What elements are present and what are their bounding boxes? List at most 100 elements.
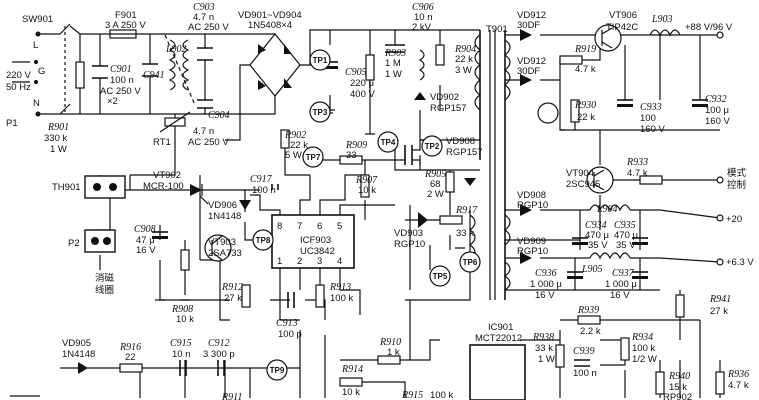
label-p1: P1 (6, 118, 18, 129)
label-mode-1: 模式 (727, 167, 747, 179)
label-out-88: +88 V/96 V (685, 22, 733, 33)
label-c917-val: 100 n (252, 185, 276, 196)
label-r909: R909 (345, 140, 367, 151)
bridge-rectifier (258, 44, 292, 90)
capacitor-c935 (632, 237, 648, 245)
label-c903-v1: 4.7 n (193, 12, 214, 23)
label-c939-val: 100 n (573, 368, 597, 379)
label-r901: R901 (47, 122, 69, 133)
label-r940-val: 15 k (669, 382, 687, 393)
label-c933: C933 (640, 102, 662, 113)
label-ic901-val: MCT22012 (475, 333, 522, 344)
label-r930-val: 22 k (577, 112, 595, 123)
inductor-l904 (589, 204, 631, 212)
label-c937: C937 (612, 268, 635, 279)
test-point-tp8: TP8 (252, 229, 274, 251)
label-r908: R908 (171, 304, 193, 315)
capacitor-c941 (142, 63, 158, 77)
test-point-tp5: TP5 (429, 265, 451, 287)
label-r901-v1: 330 k (44, 133, 67, 144)
resistor-r902 (280, 129, 290, 149)
label-r903: R903 (384, 48, 406, 59)
transistor-vt903 (204, 234, 232, 262)
label-c933-v2: 160 V (640, 124, 665, 135)
label-c913: C913 (276, 318, 298, 329)
resistor-r939 (577, 315, 601, 325)
label-r939: R939 (577, 305, 599, 316)
label-50hz: 50 Hz (6, 82, 31, 93)
pin-4: 4 (337, 256, 342, 267)
choke-l902 (164, 34, 196, 106)
capacitor-c939 (574, 359, 590, 367)
pin-5: 5 (337, 221, 342, 232)
label-r904-v2: 3 W (455, 65, 472, 76)
label-c935-v1: 470 μ (614, 230, 638, 241)
svg-text:TP7: TP7 (306, 153, 321, 162)
label-c908-v2: 16 V (136, 245, 156, 256)
label-th901: TH901 (52, 182, 81, 193)
label-c905-v1: 220 μ (350, 78, 374, 89)
diode-vd912-b (520, 74, 532, 86)
resistor-r903 (365, 54, 375, 81)
resistor-r930 (570, 99, 580, 123)
label-c936-v2: 16 V (535, 290, 555, 301)
test-point-tp7: TP7 (302, 146, 324, 168)
terminal-20v (716, 214, 724, 222)
label-vd908: VD908 (517, 190, 546, 201)
resistor-r910 (377, 355, 401, 365)
diode-vd909 (520, 252, 532, 264)
label-vd902-val: RGP157 (430, 103, 466, 114)
label-c932: C932 (705, 94, 727, 105)
label-c912: C912 (208, 338, 230, 349)
label-ic901: IC901 (488, 322, 513, 333)
label-t901: T901 (486, 24, 508, 35)
label-c934: C934 (585, 220, 607, 231)
resistor-r904 (418, 44, 445, 81)
svg-text:TP5: TP5 (433, 272, 448, 281)
label-r930: R930 (574, 100, 596, 111)
label-r902-v1: 22 k (290, 140, 308, 151)
label-r902: R902 (284, 130, 306, 141)
label-r903-v1: 1 M (385, 58, 401, 69)
label-c915-val: 10 n (172, 349, 191, 360)
resistor-r940 (655, 371, 665, 395)
label-vd912b-val: 30DF (517, 66, 540, 77)
label-r907: R907 (355, 175, 378, 186)
label-r910: R910 (379, 337, 401, 348)
label-c932-v1: 100 μ (705, 105, 729, 116)
label-r903-v2: 1 W (385, 69, 402, 80)
label-vd909: VD909 (517, 236, 546, 247)
pin-8: 8 (277, 221, 282, 232)
resistor-r919 (559, 55, 583, 65)
label-220v: 220 V (6, 70, 31, 81)
label-c908: C908 (134, 224, 156, 235)
inductor-l905 (589, 252, 631, 260)
transistor-vt904 (586, 166, 614, 194)
label-vd909-val: RGP10 (517, 246, 548, 257)
labels: SW901 L G N 220 V 50 Hz P1 F901 3 A 250 … (6, 2, 754, 400)
resistor-r905 (445, 171, 455, 193)
svg-text:TP9: TP9 (270, 366, 285, 375)
label-vd902: VD902 (430, 92, 459, 103)
label-c905-v2: 400 V (350, 89, 375, 100)
label-l903: L903 (651, 14, 673, 25)
svg-text:TP2: TP2 (425, 142, 440, 151)
label-r933: R933 (626, 157, 648, 168)
label-r913-val: 100 k (330, 293, 353, 304)
label-r917-val: 33 k (456, 228, 474, 239)
test-point-tp9: TP9 (266, 359, 288, 381)
label-l905: L905 (581, 264, 603, 275)
thermistor-rt1 (159, 111, 191, 133)
connector-p2 (84, 229, 116, 253)
label-r916: R916 (119, 342, 141, 353)
label-r938: R938 (532, 332, 554, 343)
pin-6: 6 (317, 221, 322, 232)
label-r915: R915 (401, 390, 423, 400)
label-r905-v2: 2 W (427, 189, 444, 200)
label-c936: C936 (535, 268, 557, 279)
label-c905: C905 (345, 67, 367, 78)
capacitor-c915 (179, 360, 187, 376)
label-r914: R914 (341, 364, 363, 375)
label-c937-v2: 16 V (610, 290, 630, 301)
